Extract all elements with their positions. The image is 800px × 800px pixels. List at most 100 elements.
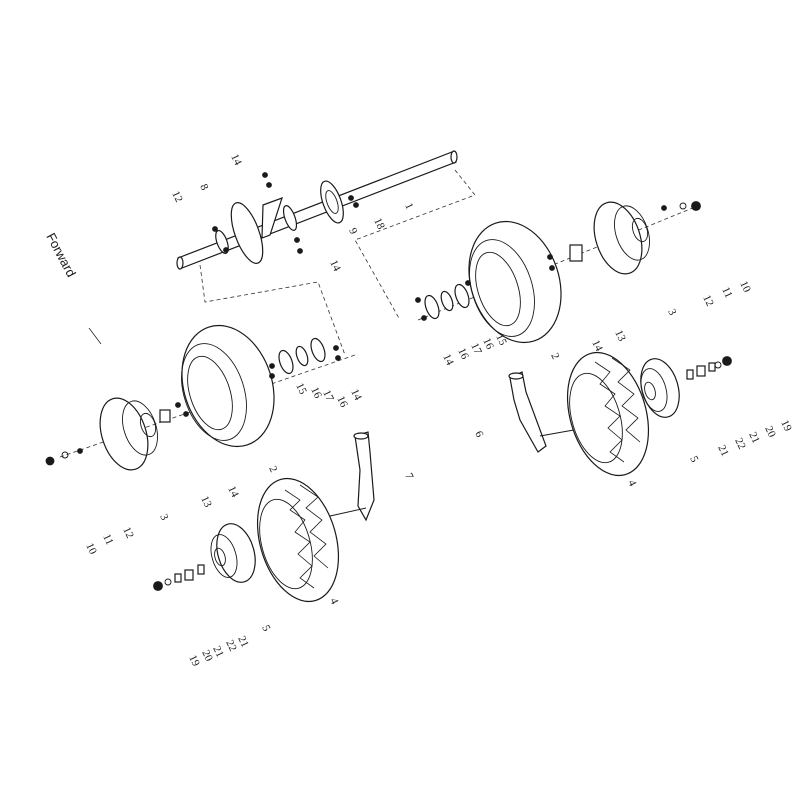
rear-rim-hub [631,217,649,243]
nut [77,448,83,454]
rear-tire-bead [187,355,233,431]
part-callout: 14 [228,152,244,167]
nut [353,202,359,208]
part-callout: 6 [472,429,485,440]
part-callout: 18 [371,216,387,231]
nut [465,280,471,286]
part-callout: 3 [665,307,678,318]
part-callout: 14 [327,258,343,273]
front-tire-tread [611,357,641,443]
assembly-guide [354,169,476,321]
spacer [569,244,583,262]
front-tire-tread [284,489,315,589]
rear-axle-assembly [176,150,458,270]
bearing [696,365,706,377]
part-callout: 19 [186,653,202,668]
nut [333,345,339,351]
carrier-bracket [261,197,283,239]
part-callout: 19 [778,418,794,433]
nut [297,248,303,254]
nut [223,247,229,253]
front-tire [256,477,340,603]
front-rim-inner [640,368,668,412]
hub-adapter [424,294,440,320]
part-callout: 21 [746,430,762,445]
washer [714,361,722,369]
part-callout: 21 [235,634,251,649]
part-callout: 2 [548,351,561,361]
rear-tire-bead [475,251,521,327]
part-callout: 7 [402,471,415,482]
part-callout: 16 [480,336,496,351]
part-callout: 13 [612,328,628,343]
axle-shaft [177,151,457,269]
right-front-wheel [508,351,732,477]
part-callout: 22 [732,436,748,451]
hub-adapter [440,290,454,312]
part-callout: 21 [210,644,226,659]
rear-tire-sidewall [181,343,247,441]
front-rim-inner [210,534,238,578]
front-tire [566,351,650,477]
bearing [197,564,205,575]
steering-spindle [509,371,547,453]
washer [61,451,69,459]
nut [549,265,555,271]
part-callout: 9 [346,226,359,237]
nut [294,237,300,243]
part-callout: 20 [762,424,778,439]
part-callout: 22 [223,638,239,653]
part-callout: 13 [198,494,214,509]
steering-spindle [354,431,375,522]
spindle-top [353,432,369,440]
nut [269,363,275,369]
spindle-axle [329,507,367,517]
part-callout: 17 [468,341,484,356]
rear-rim [99,397,149,471]
front-tire-sidewall [569,372,623,464]
nut [661,205,667,211]
part-callout: 14 [225,484,241,499]
forward-label: Forward [43,230,79,279]
part-callout: 8 [197,182,210,193]
bearing [184,569,194,581]
part-callout: 14 [589,338,605,353]
part-callout: 3 [157,512,170,523]
nut [266,182,272,188]
washer [164,578,172,586]
bearing [686,369,694,380]
left-rear-wheel [45,324,341,471]
hub-adapter [278,349,294,375]
part-callout: 21 [715,443,731,458]
part-callout: 12 [700,293,716,308]
axle-shaft-end [176,256,184,270]
sprocket-inner [325,190,339,214]
brake-disc [230,202,264,264]
part-callout: 11 [100,532,115,547]
bearing [708,362,716,372]
rear-tire-sidewall [469,239,535,337]
part-callout: 14 [348,387,364,402]
hub-adapter [454,283,470,309]
rear-tire [468,220,562,344]
part-callout: 20 [199,648,215,663]
nut [348,195,354,201]
hub-adapter [295,345,309,367]
part-callout: 17 [320,388,336,403]
front-tire-sidewall [259,498,313,590]
hub-adapter [310,337,326,363]
spindle-top [508,372,524,380]
nut [547,254,553,260]
right-rear-wheel [415,201,701,344]
part-callout: 1 [402,201,415,211]
forward-arrow [88,327,102,345]
front-tire-tread [299,484,329,569]
part-callout: 15 [293,381,309,396]
nut [175,402,181,408]
part-callout: 10 [737,279,753,294]
part-callout: 14 [440,352,456,367]
nut [183,411,189,417]
front-rim-hub [644,381,656,401]
